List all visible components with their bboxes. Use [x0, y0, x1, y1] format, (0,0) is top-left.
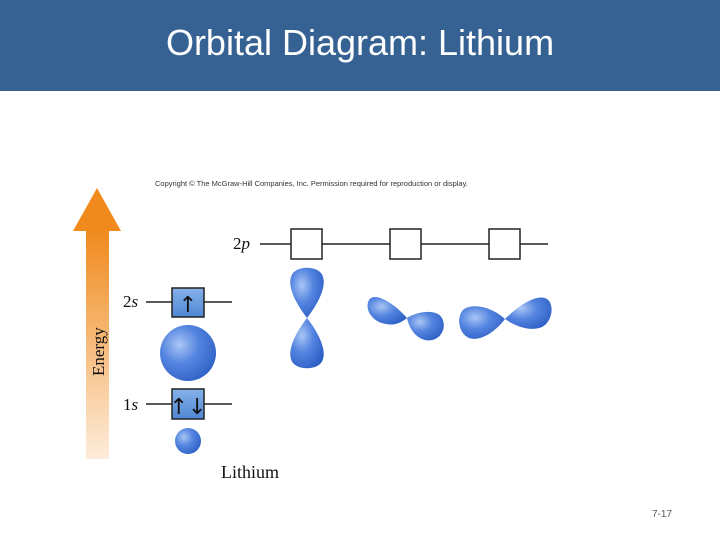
orbital-box-2p-3 — [489, 229, 520, 259]
orbital-2s-sphere — [160, 325, 216, 381]
level-label-2s: 2s — [123, 292, 139, 311]
electron-spin-2s: ↑ — [179, 293, 197, 318]
level-label-1s: 1s — [123, 395, 139, 414]
orbital-2p-vertical — [290, 268, 323, 369]
energy-axis-label: Energy — [89, 327, 108, 376]
orbital-box-2p-1 — [291, 229, 322, 259]
level-1s: 1s ↑↓ — [123, 389, 232, 420]
element-label: Lithium — [221, 462, 279, 482]
orbital-2p-diagonal — [368, 297, 444, 340]
orbital-box-2p-2 — [390, 229, 421, 259]
orbital-2p-horizontal — [459, 297, 551, 338]
page-number: 7-17 — [652, 509, 672, 520]
electron-spin-1s: ↑↓ — [170, 395, 207, 420]
level-2s: 2s ↑ — [123, 288, 232, 318]
level-label-2p: 2p — [233, 234, 250, 253]
level-2p: 2p — [233, 229, 548, 259]
orbital-1s-sphere — [175, 428, 201, 454]
energy-arrow — [73, 188, 121, 459]
